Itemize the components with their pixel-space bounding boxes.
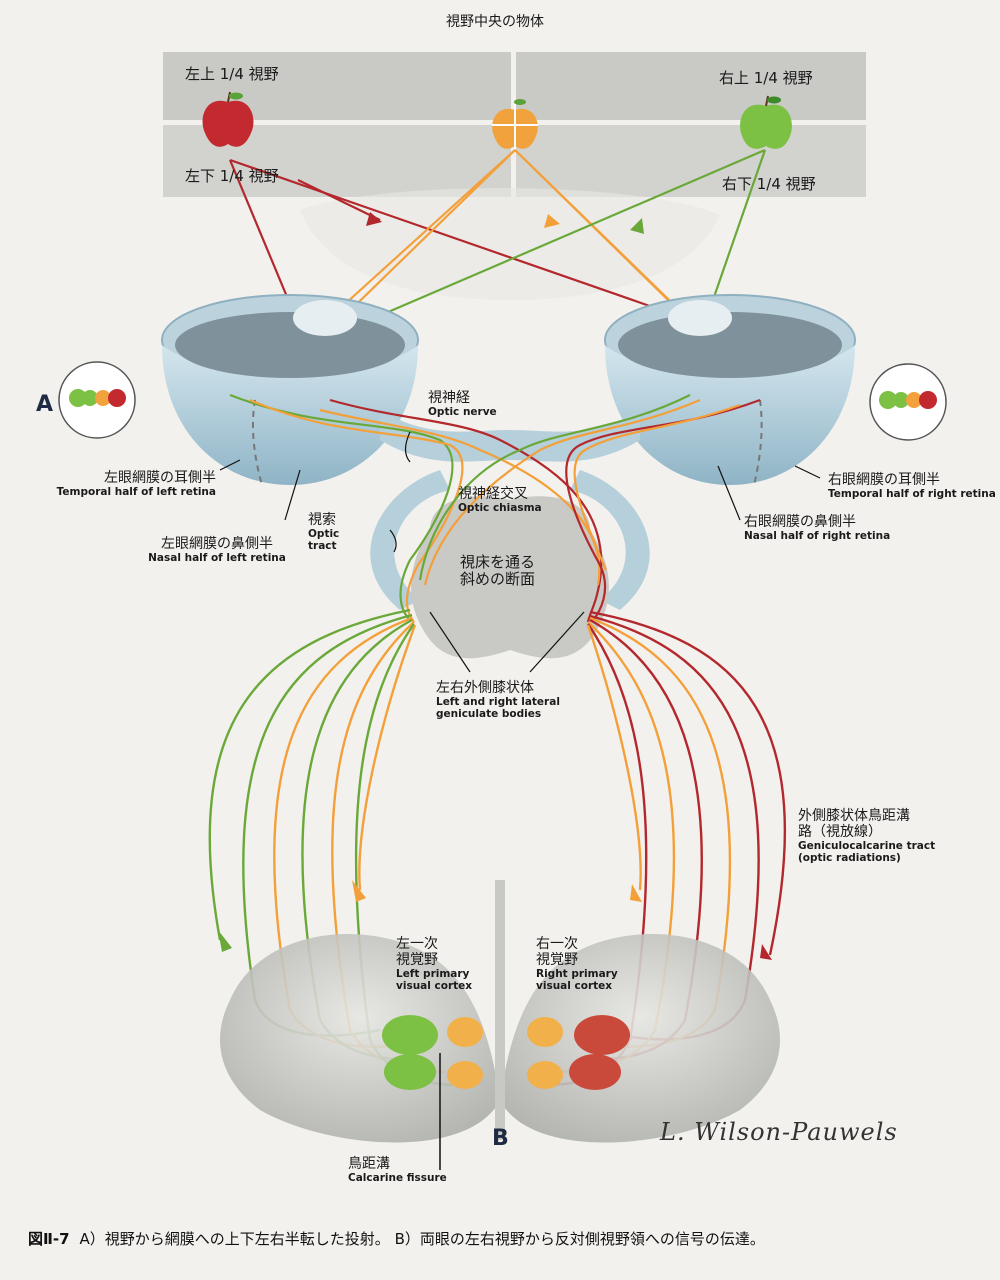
calcarine-jp: 鳥距溝 [348,1156,390,1172]
radiations-jp1: 外側膝状体鳥距溝 [798,808,910,824]
radiations-en1: Geniculocalcarine tract [798,840,936,853]
label-temporal-left: 左眼網膜の耳側半 Temporal half of left retina [30,470,216,498]
label-nasal-right: 右眼網膜の鼻側半 Nasal half of right retina [744,514,904,542]
label-upper-right: 右上 1/4 視野 [719,69,813,87]
radiations-en2: (optic radiations) [798,852,901,865]
left-eye [161,294,419,486]
label-thalamus: 視床を通る 斜めの断面 [460,553,536,589]
apple-orange-icon [492,99,538,152]
occipital-cortex [220,880,780,1170]
nasal-left-en: Nasal half of left retina [148,552,286,565]
calcarine-en: Calcarine fissure [348,1172,447,1185]
optic-chiasma-jp: 視神経交叉 [458,486,528,502]
left-cortex-en2: visual cortex [396,980,473,993]
optic-tract-en1: Optic [308,528,340,541]
label-radiations: 外側膝状体鳥距溝 路（視放線） Geniculocalcarine tract … [798,808,935,864]
nasal-left-jp: 左眼網膜の鼻側半 [161,536,273,552]
label-optic-nerve: 視神経 Optic nerve [428,390,497,418]
left-cortex-en1: Left primary [396,968,470,981]
pointer-lines [219,431,821,673]
optic-nerve-jp: 視神経 [428,390,470,406]
thalamus-section [411,496,609,659]
label-lgb: 左右外側膝状体 Left and right lateral geniculat… [436,680,560,720]
panel-letter-a: A [36,392,54,417]
label-lower-left: 左下 1/4 視野 [185,167,279,185]
optic-chiasma-en: Optic chiasma [458,502,542,515]
label-upper-left: 左上 1/4 視野 [185,65,279,83]
temporal-left-en: Temporal half of left retina [56,486,216,499]
temporal-right-en: Temporal half of right retina [828,488,996,501]
label-right-cortex: 右一次 視覚野 Right primary visual cortex [536,936,618,992]
arrowheads [218,212,772,960]
lgb-jp: 左右外側膝状体 [436,680,534,696]
right-eye [604,294,856,486]
brain-outline-faded [300,188,720,300]
right-cortex-en1: Right primary [536,968,618,981]
field-title: 視野中央の物体 [446,14,544,30]
thalamus-line1: 視床を通る [460,553,536,571]
optic-nerve-en: Optic nerve [428,406,497,419]
label-left-cortex: 左一次 視覚野 Left primary visual cortex [396,936,472,992]
lgb-en1: Left and right lateral [436,696,560,709]
right-cortex-jp2: 視覚野 [536,952,578,969]
optic-tract-tube [370,470,650,610]
chiasma-fibers [229,393,761,623]
label-optic-tract: 視索 Optic tract [308,512,339,552]
label-lower-right: 右下 1/4 視野 [722,175,816,193]
label-nasal-left: 左眼網膜の鼻側半 Nasal half of left retina [142,536,292,564]
illustrator-signature: L. Wilson-Pauwels [660,1118,898,1146]
panel-letter-b: B [492,1126,509,1151]
right-cortex-en2: visual cortex [536,980,613,993]
caption-fig-number: 図Ⅱ-7 [28,1230,70,1248]
label-calcarine: 鳥距溝 Calcarine fissure [348,1156,447,1184]
right-apple-circle [869,363,947,441]
left-cortex-jp2: 視覚野 [396,952,438,969]
lgb-en2: geniculate bodies [436,708,542,721]
thalamus-line2: 斜めの断面 [460,570,536,589]
temporal-right-jp: 右眼網膜の耳側半 [828,472,940,488]
figure-caption: 図Ⅱ-7 A）視野から網膜への上下左右半転した投射。 B）両眼の左右視野から反対側… [28,1228,765,1249]
right-cortex-jp1: 右一次 [536,936,578,952]
nasal-right-en: Nasal half of right retina [744,530,891,543]
nasal-right-jp: 右眼網膜の鼻側半 [744,514,856,530]
apple-red-icon [202,91,254,147]
radiations-jp2: 路（視放線） [798,824,882,841]
field-upper-right [516,52,866,120]
caption-text: A）視野から網膜への上下左右半転した投射。 B）両眼の左右視野から反対側視野領へ… [79,1230,765,1248]
left-cortex-jp1: 左一次 [396,936,438,952]
optic-tract-en2: tract [308,540,337,553]
apple-green-icon [740,95,792,149]
label-temporal-right: 右眼網膜の耳側半 Temporal half of right retina [828,472,998,500]
visual-field-panels [163,52,866,197]
optic-tract-jp: 視索 [308,512,336,528]
field-lower-right [516,125,866,197]
left-apple-circle [58,361,136,439]
temporal-left-jp: 左眼網膜の耳側半 [104,470,216,486]
label-optic-chiasma: 視神経交叉 Optic chiasma [458,486,542,514]
